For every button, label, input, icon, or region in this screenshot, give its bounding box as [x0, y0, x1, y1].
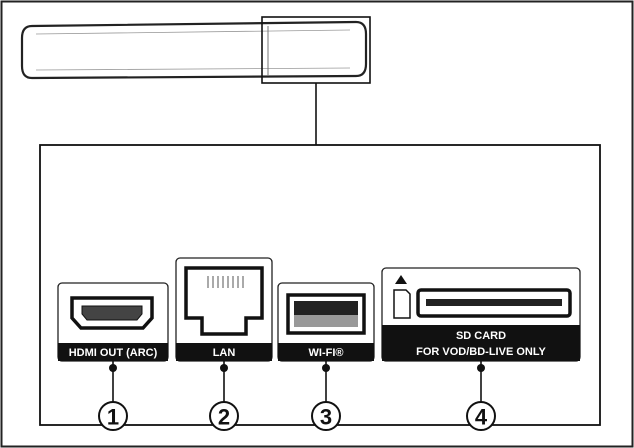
port-sd-label-line1: SD CARD — [456, 330, 506, 342]
usb-port-tongue — [294, 301, 358, 315]
port-wifi: WI-FI® 3 — [277, 282, 375, 431]
port-wifi-label: WI-FI® — [309, 347, 344, 359]
port-lan-leader-dot — [220, 364, 228, 372]
port-hdmi: HDMI OUT (ARC) 1 — [57, 282, 169, 431]
port-hdmi-number: 1 — [107, 405, 119, 430]
port-lan-number: 2 — [218, 405, 230, 430]
port-sd-card: SD CARD FOR VOD/BD-LIVE ONLY 4 — [381, 267, 581, 431]
device-body-inner-edge — [35, 29, 351, 71]
port-sd-label-line2: FOR VOD/BD-LIVE ONLY — [416, 346, 546, 358]
port-hdmi-leader-dot — [109, 364, 117, 372]
sd-card-slot-opening — [426, 299, 562, 306]
lan-pins — [207, 276, 244, 288]
usb-port-tongue-lower — [294, 315, 358, 327]
port-wifi-number-circle — [311, 401, 341, 431]
sd-insert-arrow-icon — [395, 275, 407, 284]
port-sd-label-bg — [382, 325, 580, 361]
device-body — [20, 20, 368, 80]
port-lan: LAN 2 — [175, 257, 273, 431]
port-wifi-label-bg — [278, 343, 374, 361]
port-lan-label-bg — [176, 343, 272, 361]
port-sd-number: 4 — [475, 405, 488, 430]
port-wifi-number: 3 — [320, 405, 332, 430]
port-hdmi-number-circle — [98, 401, 128, 431]
port-sd-leader-dot — [477, 364, 485, 372]
port-hdmi-label-bg — [58, 343, 168, 361]
sd-card-outline-icon — [393, 289, 411, 319]
port-sd-number-circle — [466, 401, 496, 431]
port-hdmi-label: HDMI OUT (ARC) — [69, 347, 158, 359]
port-lan-label: LAN — [213, 347, 236, 359]
hdmi-port-inner — [81, 305, 143, 321]
port-lan-number-circle — [209, 401, 239, 431]
port-wifi-leader-dot — [322, 364, 330, 372]
